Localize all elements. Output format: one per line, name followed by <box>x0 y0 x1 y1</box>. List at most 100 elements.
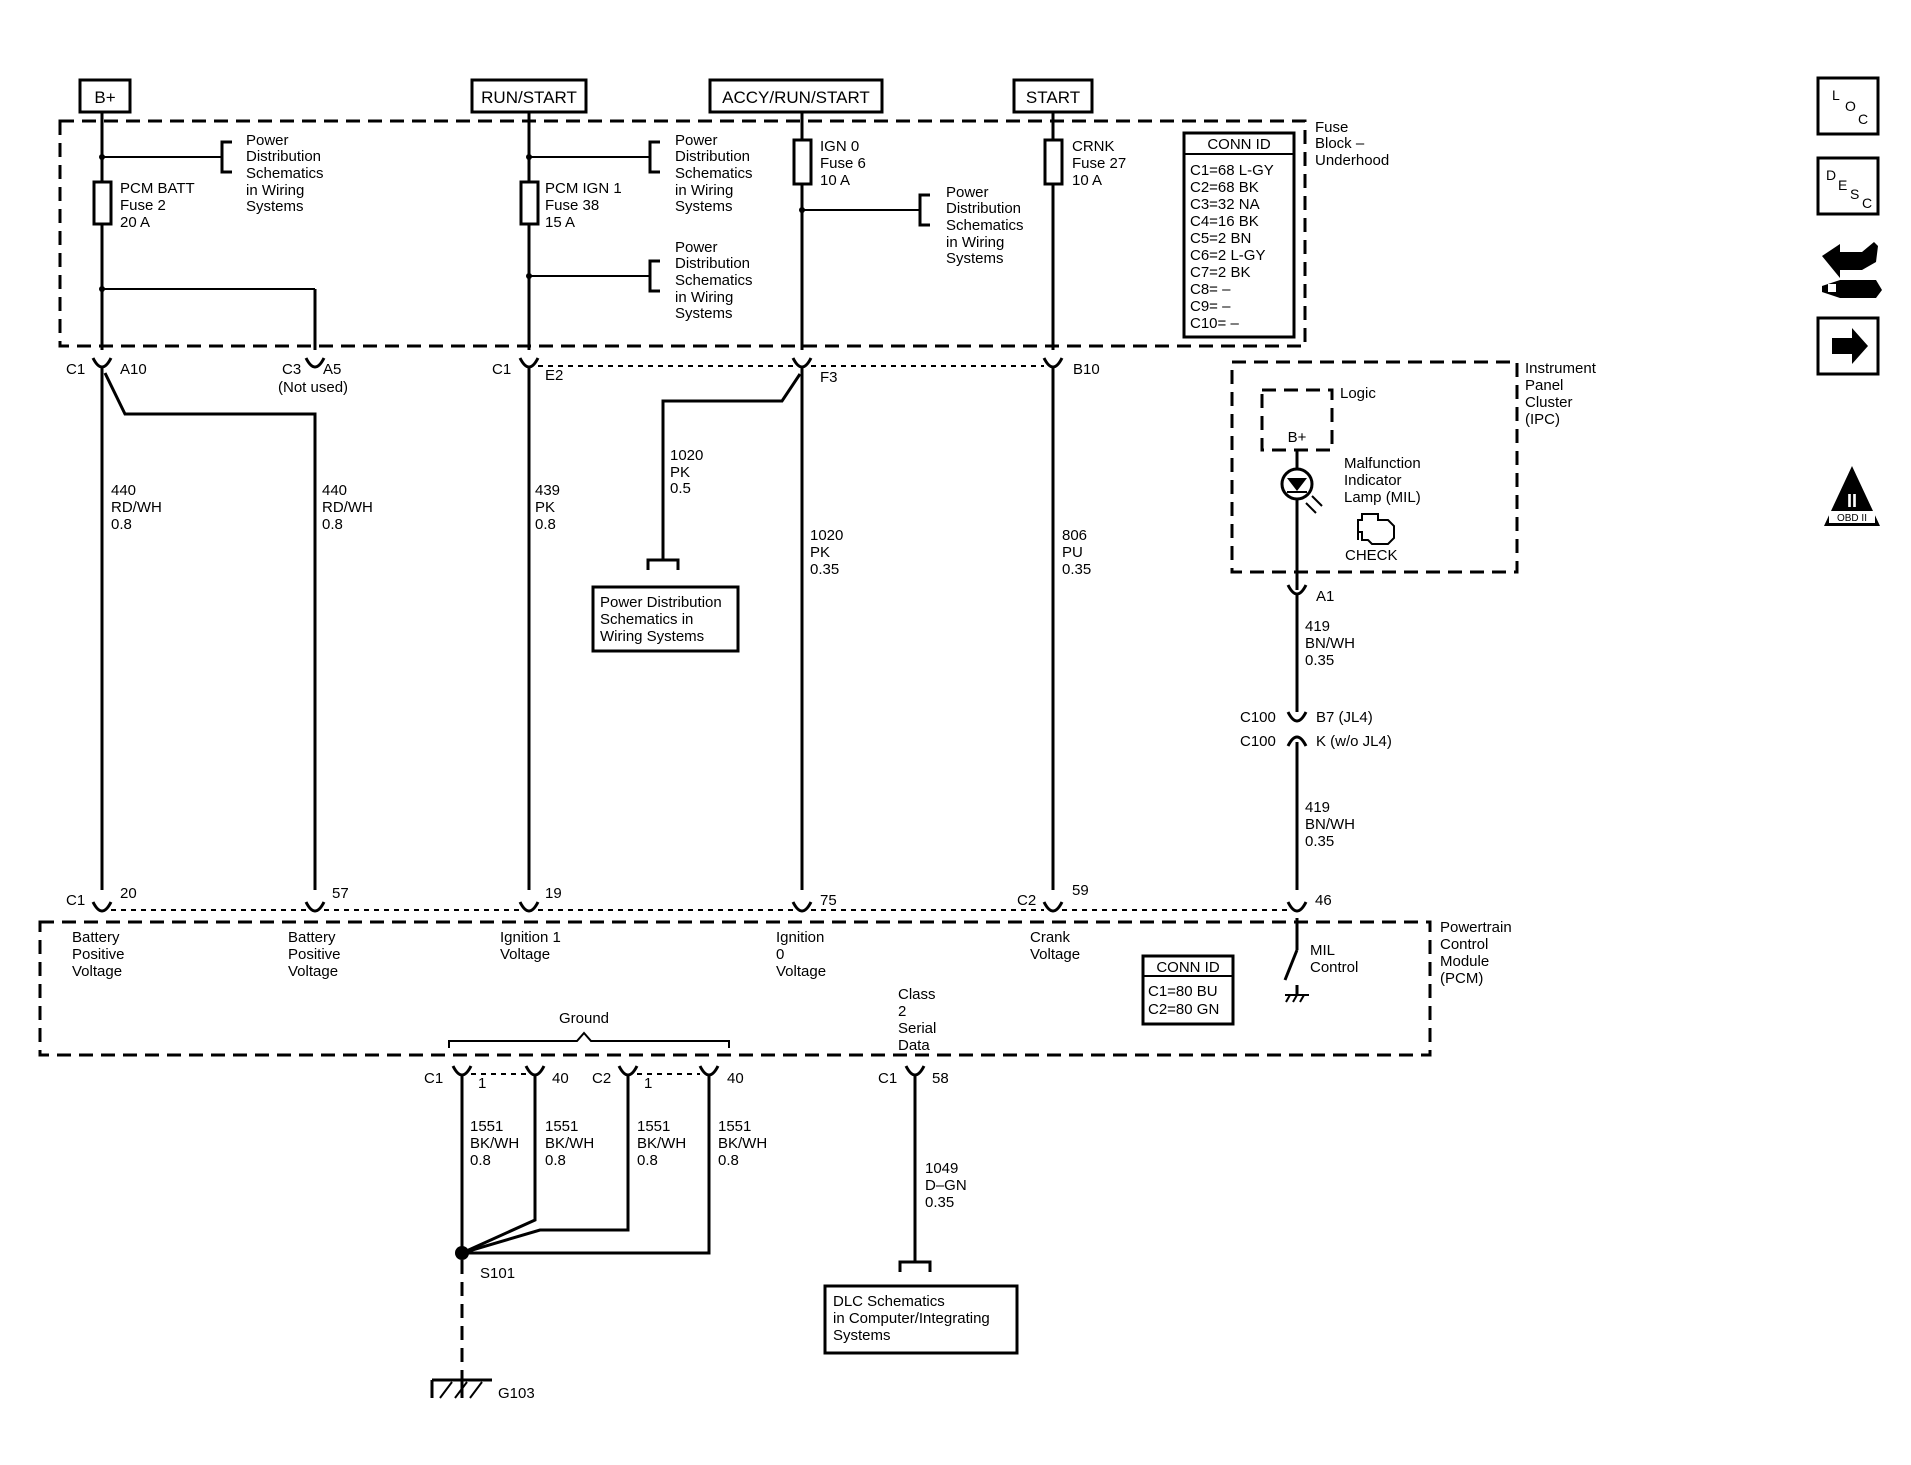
svg-text:Data: Data <box>898 1037 930 1054</box>
svg-text:C4=16 BK: C4=16 BK <box>1190 213 1259 230</box>
svg-text:0.5: 0.5 <box>670 480 691 497</box>
svg-text:C2=80 GN: C2=80 GN <box>1148 1001 1219 1018</box>
svg-text:PK: PK <box>670 464 690 481</box>
svg-text:57: 57 <box>332 885 349 902</box>
svg-text:B10: B10 <box>1073 361 1100 378</box>
svg-text:B+: B+ <box>1288 429 1307 446</box>
svg-text:0.8: 0.8 <box>545 1152 566 1169</box>
wire-1049-label: 1049 D–GN 0.35 <box>925 1160 967 1211</box>
svg-text:46: 46 <box>1315 892 1332 909</box>
svg-text:0.8: 0.8 <box>535 516 556 533</box>
mil-lamp <box>1280 450 1323 590</box>
svg-text:Distribution: Distribution <box>675 148 750 165</box>
svg-text:C10= –: C10= – <box>1190 315 1239 332</box>
svg-text:C2=68 BK: C2=68 BK <box>1190 179 1259 196</box>
wire-1020a-label: 1020 PK 0.5 <box>670 447 703 497</box>
svg-text:in Wiring: in Wiring <box>946 234 1004 251</box>
svg-text:Distribution: Distribution <box>946 200 1021 217</box>
connector-row-pcm-bottom: C1 1 40 C2 1 40 C1 58 <box>424 1065 949 1092</box>
mil-control-switch <box>1283 918 1309 1003</box>
svg-text:0.8: 0.8 <box>637 1152 658 1169</box>
wire-1551-label-2: 1551 BK/WH 0.8 <box>545 1118 594 1169</box>
svg-text:C7=2 BK: C7=2 BK <box>1190 264 1250 281</box>
svg-text:C100: C100 <box>1240 709 1276 726</box>
svg-text:BK/WH: BK/WH <box>545 1135 594 1152</box>
svg-text:F3: F3 <box>820 369 838 386</box>
svg-text:Schematics: Schematics <box>675 165 753 182</box>
svg-text:C3=32 NA: C3=32 NA <box>1190 196 1260 213</box>
fuse-block-conn-id: CONN ID C1=68 L-GY C2=68 BK C3=32 NA C4=… <box>1182 131 1296 339</box>
svg-text:Malfunction: Malfunction <box>1344 455 1421 472</box>
svg-text:D–GN: D–GN <box>925 1177 967 1194</box>
ground-g103-label: G103 <box>498 1385 535 1402</box>
svg-text:C100: C100 <box>1240 733 1276 750</box>
wire-419-lower-label: 419 BN/WH 0.35 <box>1305 799 1355 850</box>
svg-text:START: START <box>1026 88 1080 107</box>
svg-text:Systems: Systems <box>675 198 733 215</box>
pcm-class2: Class 2 Serial Data <box>898 986 936 1054</box>
arrow-right-icon[interactable] <box>1816 316 1880 376</box>
svg-text:D: D <box>1826 167 1836 183</box>
svg-text:Control: Control <box>1310 959 1358 976</box>
source-run-start: RUN/START <box>470 78 588 114</box>
wire-440-right-label: 440 RD/WH 0.8 <box>322 482 373 533</box>
svg-text:0.35: 0.35 <box>810 561 839 578</box>
svg-text:Voltage: Voltage <box>72 963 122 980</box>
svg-text:Systems: Systems <box>946 250 1004 267</box>
loc-icon[interactable]: L O C <box>1816 76 1880 136</box>
svg-text:0.35: 0.35 <box>1305 833 1334 850</box>
svg-text:Fuse: Fuse <box>1315 119 1348 136</box>
pcm-conn-id: CONN ID C1=80 BU C2=80 GN <box>1141 954 1235 1026</box>
svg-text:Positive: Positive <box>288 946 341 963</box>
pds-ref-3: Power Distribution Schematics in Wiring … <box>675 239 753 322</box>
svg-text:Control: Control <box>1440 936 1488 953</box>
circuit-pcm-ign1 <box>519 112 660 350</box>
wire-1020b-label: 1020 PK 0.35 <box>810 527 843 578</box>
svg-text:Voltage: Voltage <box>500 946 550 963</box>
pcm-crank: Crank Voltage <box>1030 929 1080 963</box>
svg-text:1551: 1551 <box>718 1118 751 1135</box>
mil-label: Malfunction Indicator Lamp (MIL) <box>1344 455 1421 506</box>
wire-1049 <box>898 1076 932 1272</box>
svg-text:in Computer/Integrating: in Computer/Integrating <box>833 1310 990 1327</box>
svg-text:Wiring Systems: Wiring Systems <box>600 628 704 645</box>
svg-text:0.35: 0.35 <box>1062 561 1091 578</box>
svg-text:40: 40 <box>727 1070 744 1087</box>
connector-row-fuse-block: C1 A10 C3 A5 (Not used) C1 E2 F3 B10 <box>66 357 1100 396</box>
svg-text:Logic: Logic <box>1340 385 1376 402</box>
svg-text:A1: A1 <box>1316 588 1334 605</box>
connector-tool-icon[interactable] <box>1822 242 1882 298</box>
svg-text:C: C <box>1862 195 1872 211</box>
svg-text:C1=80 BU: C1=80 BU <box>1148 983 1218 1000</box>
svg-text:15 A: 15 A <box>545 214 575 231</box>
svg-text:BK/WH: BK/WH <box>637 1135 686 1152</box>
svg-text:10 A: 10 A <box>1072 172 1102 189</box>
svg-text:1: 1 <box>478 1075 486 1092</box>
svg-text:Systems: Systems <box>246 198 304 215</box>
svg-text:Battery: Battery <box>288 929 336 946</box>
svg-text:806: 806 <box>1062 527 1087 544</box>
desc-icon[interactable]: D E S C <box>1816 156 1880 216</box>
svg-text:Module: Module <box>1440 953 1489 970</box>
ipc-name: Instrument Panel Cluster (IPC) <box>1525 360 1597 428</box>
connector-c100: C100 B7 (JL4) C100 K (w/o JL4) <box>1240 709 1392 750</box>
svg-text:B+: B+ <box>94 88 115 107</box>
svg-text:Schematics in: Schematics in <box>600 611 693 628</box>
wire-419-upper-label: 419 BN/WH 0.35 <box>1305 618 1355 669</box>
splice-s101-dot <box>455 1246 469 1260</box>
svg-text:Power: Power <box>246 132 289 149</box>
svg-text:RD/WH: RD/WH <box>111 499 162 516</box>
svg-text:Voltage: Voltage <box>1030 946 1080 963</box>
svg-text:Lamp (MIL): Lamp (MIL) <box>1344 489 1421 506</box>
wire-440-left-label: 440 RD/WH 0.8 <box>111 482 162 533</box>
svg-text:PK: PK <box>810 544 830 561</box>
pcm-ignition0: Ignition 0 Voltage <box>776 929 826 980</box>
svg-text:PCM IGN 1: PCM IGN 1 <box>545 180 622 197</box>
svg-text:Power Distribution: Power Distribution <box>600 594 722 611</box>
pcm-battery-voltage-1: Battery Positive Voltage <box>72 929 125 980</box>
svg-text:RUN/START: RUN/START <box>481 88 577 107</box>
svg-text:B7 (JL4): B7 (JL4) <box>1316 709 1373 726</box>
svg-text:II: II <box>1847 491 1857 511</box>
svg-text:0.8: 0.8 <box>718 1152 739 1169</box>
